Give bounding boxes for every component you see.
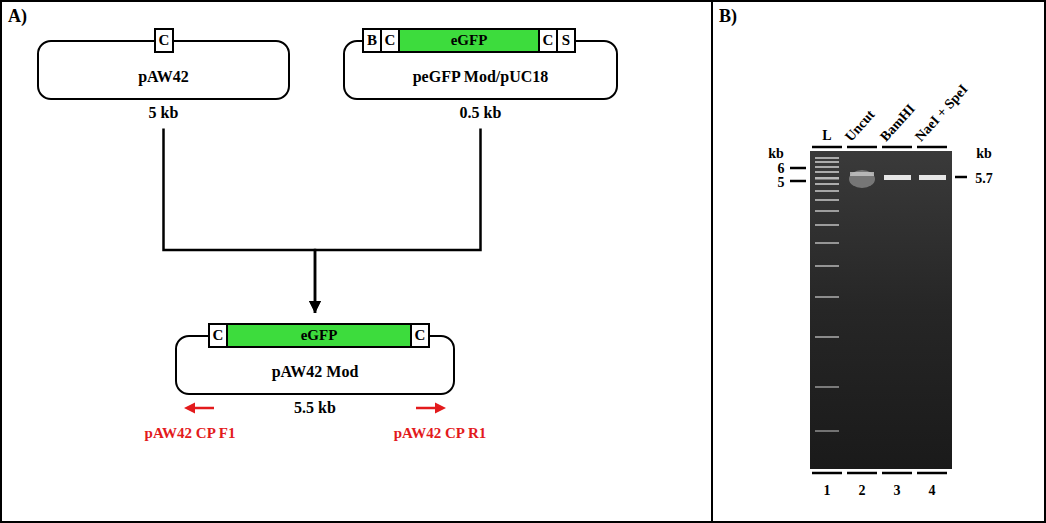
lane-number: 4 xyxy=(929,483,936,499)
lane-label: NaeI + SpeI xyxy=(912,81,971,145)
segment-box: C xyxy=(410,323,430,348)
bamhi-band xyxy=(884,175,911,180)
uncut-smear xyxy=(849,170,875,188)
segment-box: C xyxy=(208,323,228,348)
gel-image xyxy=(810,151,952,469)
gel-background xyxy=(810,151,952,469)
primer-label: pAW42 CP F1 xyxy=(145,425,236,442)
gene-box: eGFP xyxy=(226,323,412,348)
segment-label: C xyxy=(213,327,224,344)
plasmid-text-size: 0.5 kb xyxy=(460,104,502,122)
segment-label: C xyxy=(159,32,170,49)
segment-label: S xyxy=(562,32,570,49)
lane-bars xyxy=(812,147,947,473)
plasmid-text: peGFP Mod/pUC18 xyxy=(413,68,549,86)
segment-label: B xyxy=(367,32,377,49)
primer-arrow-head xyxy=(435,403,446,414)
primer-arrow xyxy=(416,407,438,410)
gene-box: eGFP xyxy=(398,28,540,53)
segment-box: C xyxy=(538,28,558,53)
ladder-bands xyxy=(815,157,839,432)
panel-frame: B) xyxy=(711,0,1046,523)
merge-arrow xyxy=(164,128,316,313)
panel-letter: A) xyxy=(8,6,27,27)
segment-label: eGFP xyxy=(451,32,488,49)
lane-label: L xyxy=(822,128,831,144)
naei-spei-band xyxy=(919,175,946,180)
primer-arrow-head xyxy=(184,403,195,414)
plasmid-text-size: 5 kb xyxy=(149,104,179,122)
segment-label: C xyxy=(543,32,554,49)
merge-arrow xyxy=(315,128,481,313)
plasmid-text: pAW42 Mod xyxy=(272,363,359,381)
panel-frame: A)pAW425 kbCpeGFP Mod/pUC180.5 kbBCeGFPC… xyxy=(0,0,713,523)
size-ticks xyxy=(790,168,967,181)
primer-arrow xyxy=(192,407,214,410)
lane-number: 2 xyxy=(859,483,866,499)
primer-label: pAW42 CP R1 xyxy=(394,425,487,442)
segment-box: S xyxy=(556,28,576,53)
size-label: 5.7 xyxy=(975,171,993,187)
panel-letter: B) xyxy=(719,6,737,27)
segment-box: C xyxy=(154,28,174,53)
lane-number: 3 xyxy=(894,483,901,499)
plasmid-text: pAW42 xyxy=(138,68,189,86)
segment-box: C xyxy=(380,28,400,53)
lane-number: 1 xyxy=(824,483,831,499)
segment-label: C xyxy=(415,327,426,344)
unit-label: kb xyxy=(768,146,784,162)
segment-label: C xyxy=(385,32,396,49)
uncut-band xyxy=(850,172,874,176)
lane-label: BamHI xyxy=(877,101,919,145)
size-label: 6 xyxy=(778,161,785,177)
lane-label: Uncut xyxy=(842,107,878,145)
plasmid-text-size: 5.5 kb xyxy=(294,399,336,417)
unit-label: kb xyxy=(976,146,992,162)
size-label: 5 xyxy=(778,175,785,191)
segment-label: eGFP xyxy=(301,327,338,344)
segment-box: B xyxy=(362,28,382,53)
